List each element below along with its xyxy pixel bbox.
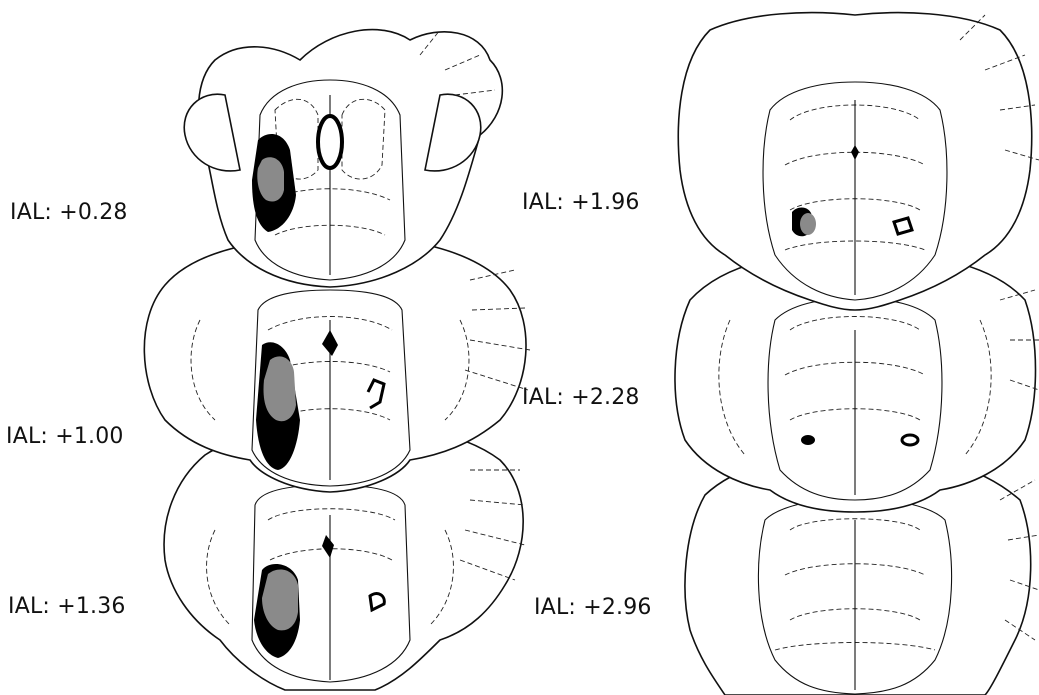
section-228-lesion-max — [801, 435, 815, 445]
section-100-lesion-min — [264, 356, 297, 421]
brain-section-ial-196 — [678, 13, 1039, 310]
section-196-lesion-min — [800, 213, 816, 235]
section-028-ventricle — [318, 116, 342, 168]
